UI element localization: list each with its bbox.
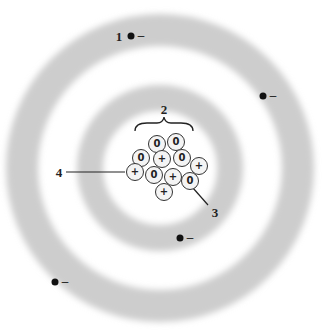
electron-sign: –: [138, 28, 145, 41]
particle-sign: +: [195, 161, 203, 171]
electron-dot: [260, 93, 267, 100]
particle-sign: 0: [173, 137, 180, 147]
electron-sign: –: [187, 230, 194, 243]
particle-sign: 0: [179, 153, 186, 163]
neutron: 0: [173, 149, 191, 167]
proton: +: [126, 163, 144, 181]
particle-sign: 0: [187, 176, 194, 186]
particle-sign: +: [160, 187, 168, 197]
outer-shell: [22, 30, 298, 306]
particle-sign: +: [131, 167, 139, 177]
callout-number: 1: [116, 30, 123, 43]
electron-dot: [177, 235, 184, 242]
proton: +: [155, 183, 173, 201]
callout-number: 3: [212, 206, 219, 219]
nucleus-bracket: [135, 117, 193, 131]
particle-sign: +: [158, 154, 166, 164]
leader-line: [193, 188, 208, 205]
electron-dot: [128, 33, 135, 40]
electron-sign: –: [62, 274, 69, 287]
inner-shell: [90, 98, 230, 238]
particle-sign: +: [169, 172, 177, 182]
electron-dot: [52, 279, 59, 286]
particle-sign: 0: [154, 139, 161, 149]
neutron: 0: [181, 172, 199, 190]
leader-line: [66, 171, 125, 172]
particle-sign: 0: [151, 170, 158, 180]
electron-sign: –: [270, 88, 277, 101]
particle-sign: 0: [138, 153, 145, 163]
callout-number: 2: [161, 103, 168, 116]
callout-number: 4: [56, 166, 63, 179]
neutron: 0: [145, 166, 163, 184]
